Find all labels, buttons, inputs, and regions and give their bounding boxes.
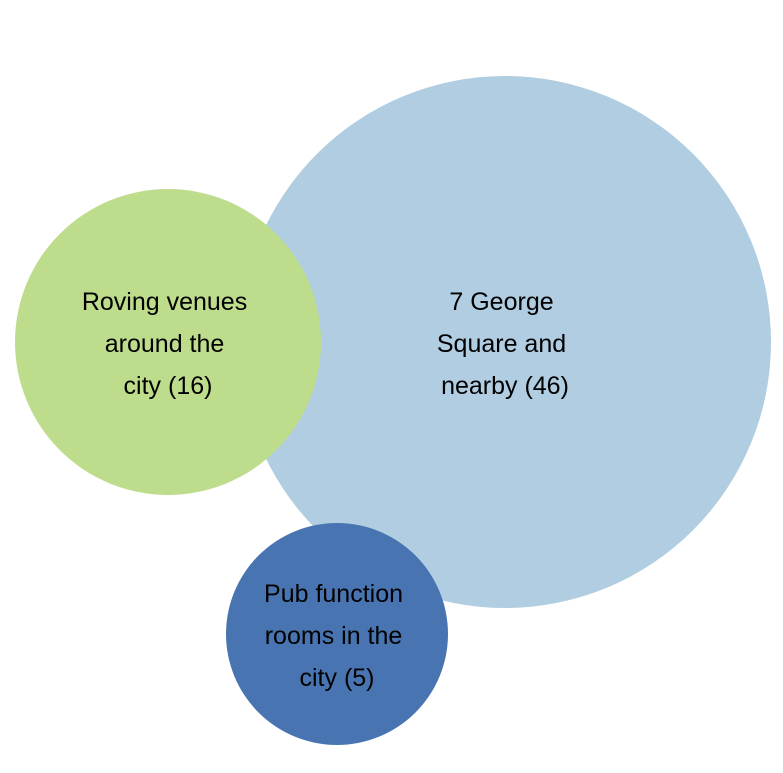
- bubble-pub-function-rooms-circle: [226, 523, 448, 745]
- bubble-roving-venues-label-line-1: Roving venues: [82, 288, 247, 316]
- bubble-george-square: 7 George Square and nearby (46): [239, 76, 771, 608]
- bubble-george-square-label-line-3: nearby (46): [441, 372, 569, 400]
- bubble-pub-function-rooms-label-line-2: rooms in the: [265, 622, 403, 650]
- bubble-roving-venues-label-line-2: around the: [105, 330, 225, 358]
- bubble-george-square-circle: [239, 76, 771, 608]
- bubble-pub-function-rooms-label-line-3: city (5): [300, 664, 375, 692]
- bubble-pub-function-rooms-label-line-1: Pub function: [264, 580, 403, 608]
- bubble-george-square-label-line-1: 7 George: [449, 288, 553, 316]
- bubble-roving-venues: Roving venues around the city (16): [15, 189, 321, 495]
- bubble-george-square-label-line-2: Square and: [437, 330, 566, 358]
- bubble-roving-venues-circle: [15, 189, 321, 495]
- bubble-george-square-label: 7 George Square and nearby (46): [437, 288, 573, 400]
- bubble-pub-function-rooms-label: Pub function rooms in the city (5): [264, 580, 410, 692]
- bubble-roving-venues-label-line-3: city (16): [124, 372, 213, 400]
- bubble-roving-venues-label: Roving venues around the city (16): [82, 288, 254, 400]
- bubble-pub-function-rooms: Pub function rooms in the city (5): [226, 523, 448, 745]
